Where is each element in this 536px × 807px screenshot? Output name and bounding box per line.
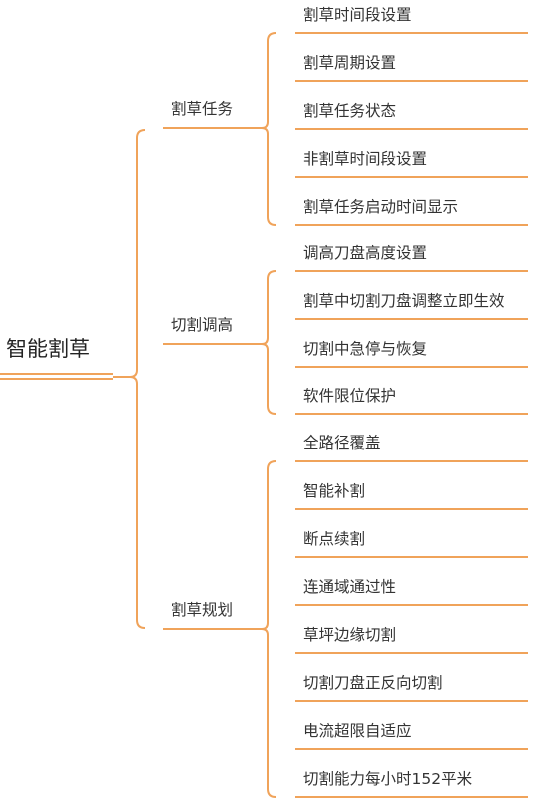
branch-label-cutting-height: 切割调高 bbox=[171, 316, 234, 334]
leaf-label: 切割刀盘正反向切割 bbox=[303, 674, 443, 692]
root-node-label: 智能割草 bbox=[6, 337, 90, 361]
branch-label-mowing-planning: 割草规划 bbox=[171, 601, 234, 619]
leaf-label: 割草任务启动时间显示 bbox=[303, 198, 459, 216]
leaf-label: 割草时间段设置 bbox=[303, 6, 412, 24]
leaf-label: 电流超限自适应 bbox=[303, 722, 412, 740]
leaf-label: 割草中切割刀盘调整立即生效 bbox=[303, 292, 505, 310]
leaf-label: 非割草时间段设置 bbox=[303, 150, 428, 168]
leaf-label: 调高刀盘高度设置 bbox=[303, 244, 428, 262]
leaf-label: 连通域通过性 bbox=[303, 578, 397, 596]
leaf-label: 割草任务状态 bbox=[303, 102, 397, 120]
leaf-label: 草坪边缘切割 bbox=[303, 626, 397, 644]
leaf-label: 切割能力每小时152平米 bbox=[303, 770, 473, 788]
branch-label-mowing-task: 割草任务 bbox=[171, 100, 234, 118]
leaf-label: 软件限位保护 bbox=[303, 387, 397, 405]
leaf-label: 全路径覆盖 bbox=[303, 434, 381, 452]
leaf-label: 切割中急停与恢复 bbox=[303, 340, 428, 358]
leaf-label: 智能补割 bbox=[303, 482, 366, 500]
leaf-label: 断点续割 bbox=[303, 530, 366, 548]
leaf-label: 割草周期设置 bbox=[303, 54, 397, 72]
